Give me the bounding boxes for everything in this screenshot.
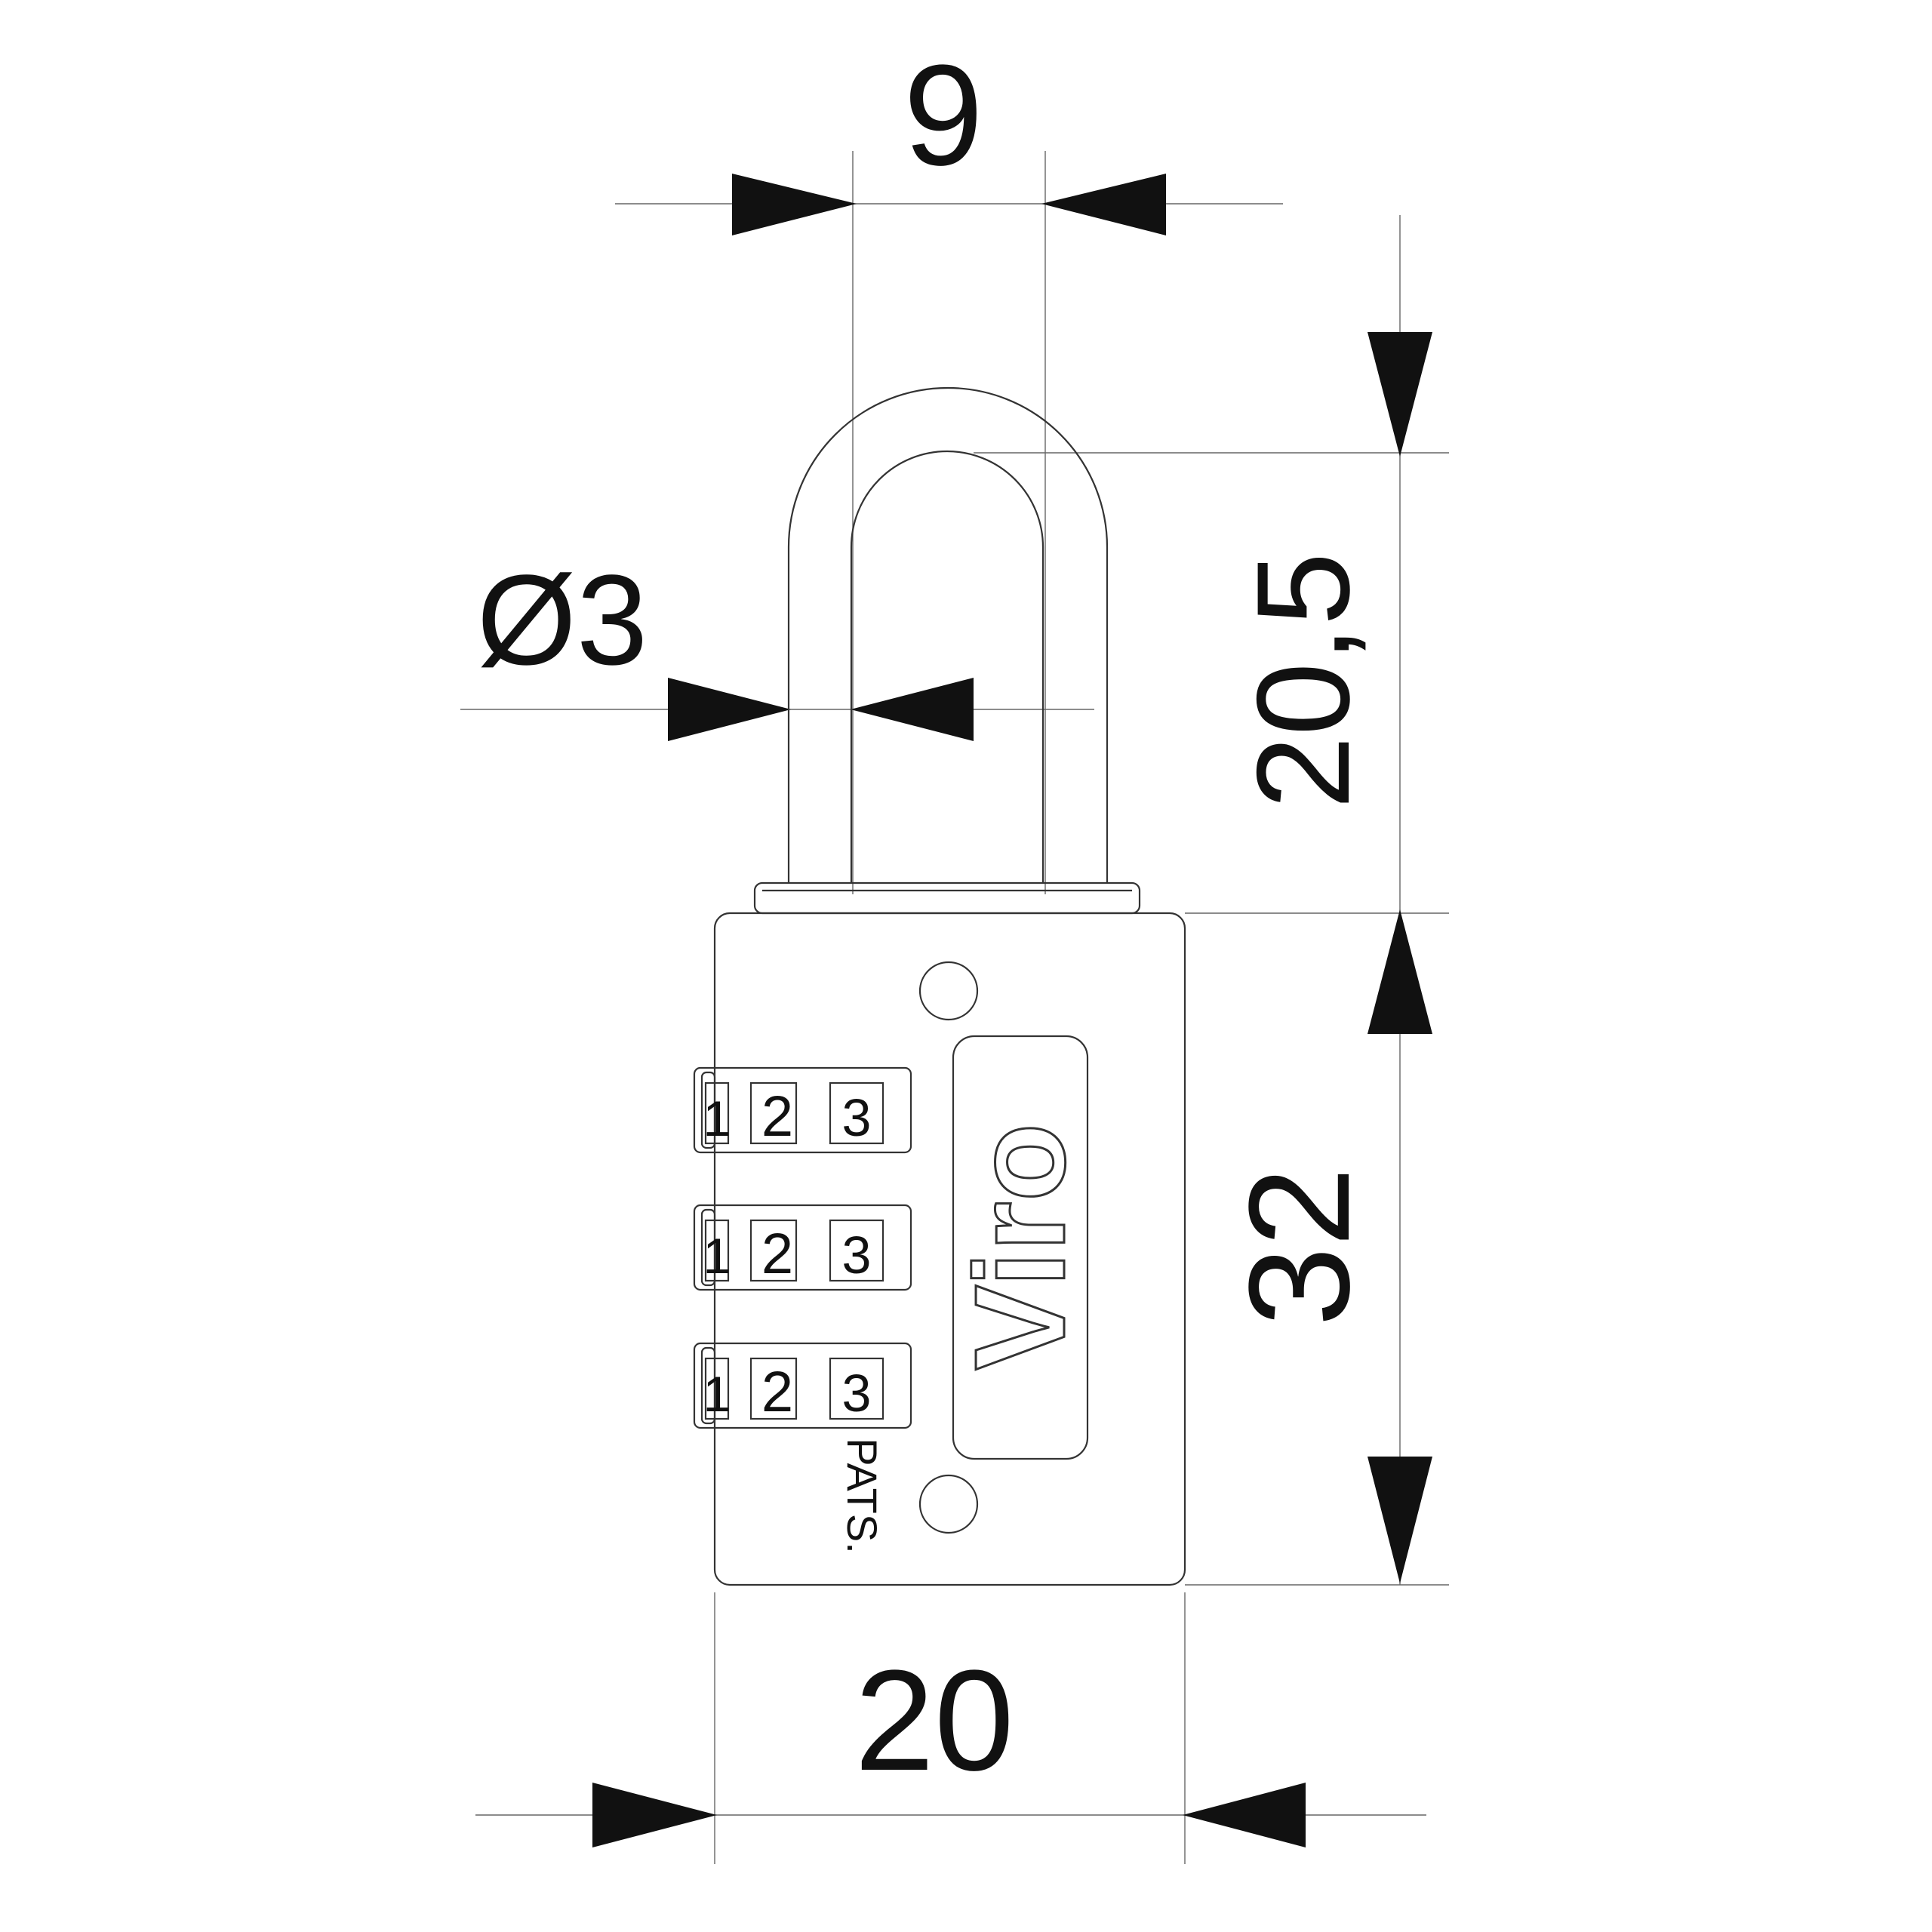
arrow-20-5-top bbox=[1367, 332, 1432, 457]
dimension-32-label: 32 bbox=[1220, 1167, 1380, 1326]
arrow-20-left bbox=[592, 1783, 717, 1847]
dial-1-digit-2: 2 bbox=[761, 1084, 793, 1149]
arrow-32-bottom bbox=[1367, 1457, 1432, 1583]
shackle-collar bbox=[753, 881, 1141, 915]
pats-label: PATS. bbox=[838, 1438, 886, 1554]
dimension-diameter-label: Ø3 bbox=[477, 549, 648, 692]
extension-lines bbox=[460, 151, 1449, 1864]
dimension-20-label: 20 bbox=[854, 1641, 1014, 1801]
dial-2-digit-2: 2 bbox=[761, 1222, 793, 1286]
dial-3-digit-2: 2 bbox=[761, 1360, 793, 1424]
arrow-d3-left bbox=[668, 678, 791, 741]
screw-top bbox=[918, 961, 979, 1021]
padlock: Viro 1 2 3 1 2 3 1 bbox=[693, 386, 1186, 1586]
dial-3-digit-1: 1 bbox=[703, 1366, 731, 1422]
dimension-arrows bbox=[592, 174, 1432, 1847]
screw-bottom bbox=[918, 1474, 979, 1534]
arrow-d3-right bbox=[851, 678, 974, 741]
brand-plate bbox=[952, 1035, 1089, 1460]
dial-row-2[interactable]: 1 2 3 bbox=[693, 1204, 912, 1291]
dimension-20-5-label: 20,5 bbox=[1230, 552, 1377, 810]
shackle-outer bbox=[787, 386, 1109, 883]
brand-logo: Viro bbox=[949, 1123, 1092, 1371]
dial-1-digit-1: 1 bbox=[703, 1091, 731, 1146]
dial-3-digit-3: 3 bbox=[842, 1364, 872, 1423]
dimension-9-label: 9 bbox=[903, 35, 983, 195]
dial-2-digit-1: 1 bbox=[703, 1228, 731, 1284]
shackle-inner bbox=[850, 450, 1044, 883]
dial-row-3[interactable]: 1 2 3 bbox=[693, 1342, 912, 1429]
arrow-32-top bbox=[1367, 909, 1432, 1034]
arrow-9-right bbox=[1041, 174, 1166, 235]
arrow-20-right bbox=[1183, 1783, 1306, 1847]
dial-1-digit-3: 3 bbox=[842, 1088, 872, 1147]
arrow-9-left bbox=[732, 174, 857, 235]
dial-row-1[interactable]: 1 2 3 bbox=[693, 1066, 912, 1154]
dial-2-digit-3: 3 bbox=[842, 1226, 872, 1284]
